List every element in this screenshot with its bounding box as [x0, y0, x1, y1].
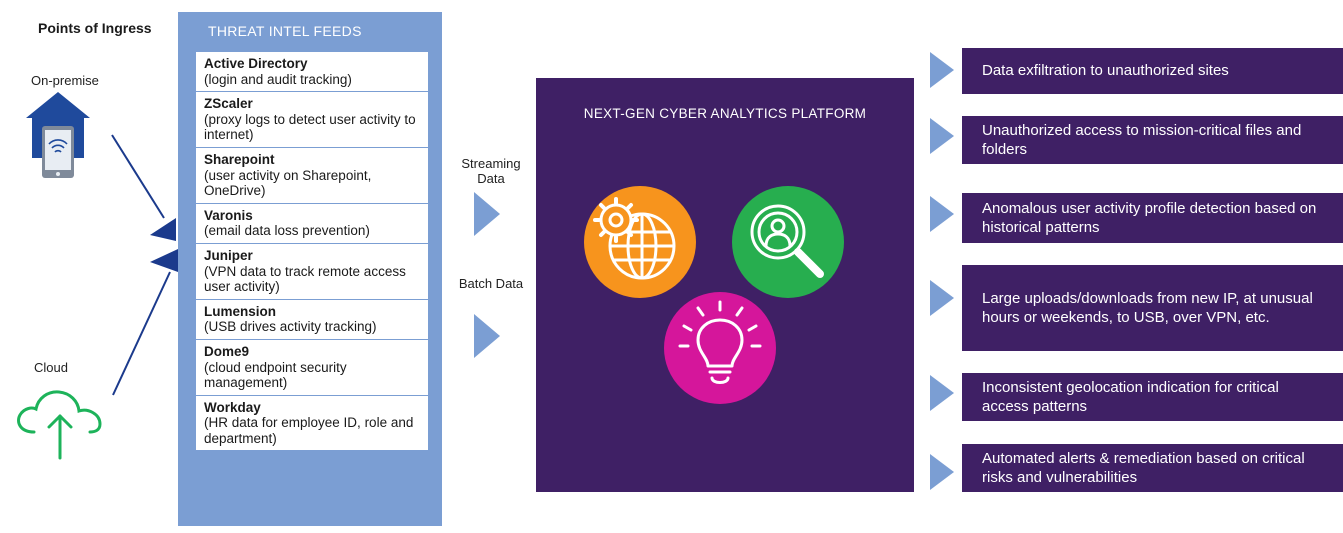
feed-name: ZScaler: [204, 96, 253, 112]
house-with-mobile-device-icon: [26, 92, 90, 178]
outcome-arrow-icon: [930, 454, 954, 490]
feed-description: (proxy logs to detect user activity to i…: [204, 111, 416, 143]
outcome-arrow-icon: [930, 196, 954, 232]
feed-name: Varonis: [204, 207, 253, 223]
feed-item: ZScaler(proxy logs to detect user activi…: [196, 92, 428, 148]
batch-arrow-icon: [474, 314, 500, 358]
cloud-upload-icon: [17, 390, 102, 460]
feed-item: Sharepoint(user activity on Sharepoint, …: [196, 148, 428, 204]
outcome-text: Large uploads/downloads from new IP, at …: [982, 289, 1313, 327]
on-premise-label: On-premise: [31, 73, 99, 88]
globe-gear-icon: [584, 186, 696, 298]
feed-description: (user activity on Sharepoint, OneDrive): [204, 167, 372, 199]
feed-name: Juniper: [204, 247, 253, 263]
outcome-arrow-icon: [930, 52, 954, 88]
platform-title: NEXT-GEN CYBER ANALYTICS PLATFORM: [583, 106, 867, 121]
analytics-platform: NEXT-GEN CYBER ANALYTICS PLATFORM: [536, 78, 914, 492]
outcome-box: Large uploads/downloads from new IP, at …: [962, 265, 1343, 351]
cloud-label: Cloud: [34, 360, 68, 375]
outcome-text: Unauthorized access to mission-critical …: [982, 121, 1302, 159]
feed-item: Varonis(email data loss prevention): [196, 204, 428, 244]
ingress-arrows: [111, 134, 178, 396]
ingress-arrowhead-bottom: [150, 249, 178, 272]
outcome-box: Unauthorized access to mission-critical …: [962, 116, 1343, 164]
feed-description: (cloud endpoint security management): [204, 359, 347, 391]
outcome-box: Automated alerts & remediation based on …: [962, 444, 1343, 492]
outcome-text: Inconsistent geolocation indication for …: [982, 378, 1279, 416]
feed-item: Workday(HR data for employee ID, role an…: [196, 396, 428, 451]
feed-list: Active Directory(login and audit trackin…: [196, 52, 428, 451]
feed-name: Lumension: [204, 303, 277, 319]
feed-item: Lumension(USB drives activity tracking): [196, 300, 428, 340]
outcome-box: Data exfiltration to unauthorized sites: [962, 48, 1343, 94]
threat-intel-feeds-header: THREAT INTEL FEEDS: [208, 23, 362, 39]
magnifier-person-icon: [732, 186, 844, 298]
feed-name: Dome9: [204, 343, 250, 359]
outcome-text: Anomalous user activity profile detectio…: [982, 199, 1317, 237]
outcome-arrow-icon: [930, 118, 954, 154]
outcome-arrow-icon: [930, 280, 954, 316]
feed-item: Dome9(cloud endpoint security management…: [196, 340, 428, 396]
feed-name: Sharepoint: [204, 151, 275, 167]
feed-description: (login and audit tracking): [204, 71, 352, 87]
feed-name: Active Directory: [204, 56, 308, 71]
streaming-data-label: Streaming Data: [461, 156, 521, 186]
feed-item: Juniper(VPN data to track remote access …: [196, 244, 428, 300]
feed-description: (VPN data to track remote access user ac…: [204, 263, 406, 295]
streaming-arrow-icon: [474, 192, 500, 236]
points-of-ingress-title: Points of Ingress: [38, 20, 152, 36]
feed-description: (email data loss prevention): [204, 223, 370, 239]
batch-data-label: Batch Data: [458, 276, 524, 291]
feed-description: (HR data for employee ID, role and depar…: [204, 415, 414, 446]
outcome-text: Automated alerts & remediation based on …: [982, 449, 1305, 487]
outcome-box: Anomalous user activity profile detectio…: [962, 193, 1343, 243]
outcome-box: Inconsistent geolocation indication for …: [962, 373, 1343, 421]
outcome-text: Data exfiltration to unauthorized sites: [982, 62, 1229, 80]
outcome-arrow-icon: [930, 375, 954, 411]
feed-description: (USB drives activity tracking): [204, 319, 377, 335]
ingress-arrowhead-top: [150, 218, 176, 241]
feed-item: Active Directory(login and audit trackin…: [196, 52, 428, 93]
feed-name: Workday: [204, 399, 261, 415]
lightbulb-icon: [664, 292, 776, 404]
threat-intel-feeds-panel: THREAT INTEL FEEDS Active Directory(logi…: [178, 12, 442, 526]
